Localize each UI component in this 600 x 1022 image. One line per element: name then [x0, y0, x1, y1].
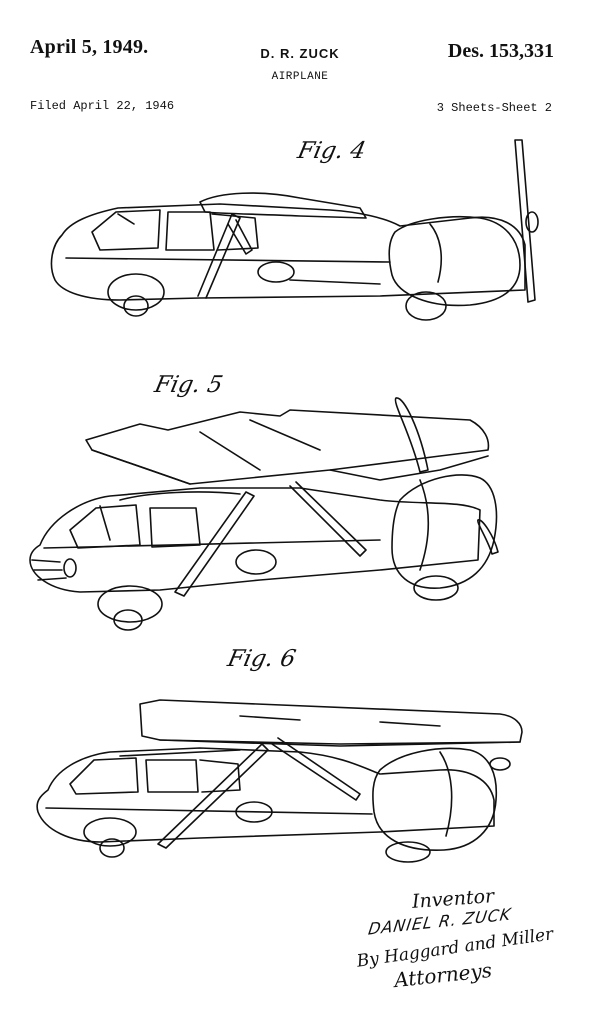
header-design-number: Des. 153,331	[447, 40, 554, 62]
header-sheet: 3 Sheets-Sheet 2	[436, 101, 552, 115]
header-filed: Filed April 22, 1946	[30, 99, 175, 113]
header-date: April 5, 1949.	[30, 36, 149, 58]
header-inventor: D. R. ZUCK	[260, 46, 340, 61]
header-title: AIRPLANE	[271, 71, 329, 83]
